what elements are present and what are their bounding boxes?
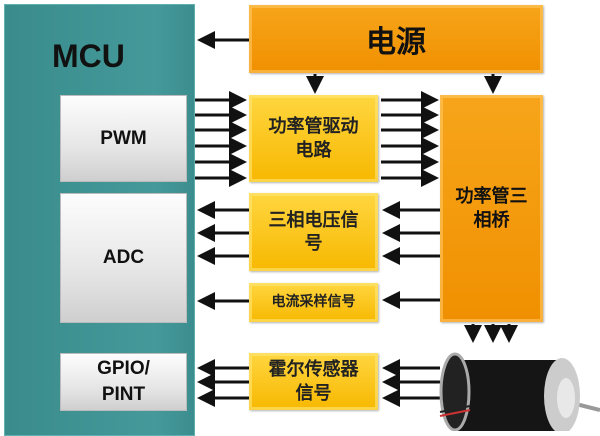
hall-block: 霍尔传感器信号 — [249, 353, 378, 410]
adc-label: ADC — [102, 247, 145, 269]
power-label: 电源 — [366, 25, 426, 60]
arrows — [195, 31, 518, 407]
current-block: 电流采样信号 — [249, 283, 378, 322]
pwm-block: PWM — [60, 95, 187, 182]
voltage-label-2: 号 — [304, 233, 323, 254]
voltage-label-1: 三相电压信 — [268, 209, 359, 231]
hall-label-1: 霍尔传感器 — [268, 359, 359, 381]
power-block: 电源 — [249, 5, 543, 73]
driver-label-1: 功率管驱动 — [268, 116, 359, 138]
mcu-title: MCU — [52, 38, 125, 74]
gpio-label: GPIO/ — [97, 358, 150, 380]
bridge-label-1: 功率管三 — [455, 186, 528, 208]
bridge-label-2: 相桥 — [473, 209, 510, 231]
motor-image — [439, 352, 600, 431]
driver-label-2: 电路 — [295, 139, 332, 161]
driver-block: 功率管驱动电路 — [249, 95, 378, 182]
hall-label-2: 信号 — [295, 382, 332, 404]
gpio-block: GPIO/PINT — [60, 353, 187, 411]
current-label: 电流采样信号 — [271, 294, 356, 311]
voltage-block: 三相电压信号 — [249, 193, 378, 271]
bridge-block: 功率管三相桥 — [440, 95, 543, 322]
pwm-label: PWM — [100, 127, 147, 149]
adc-block: ADC — [60, 193, 187, 323]
pint-label: PINT — [101, 384, 146, 405]
